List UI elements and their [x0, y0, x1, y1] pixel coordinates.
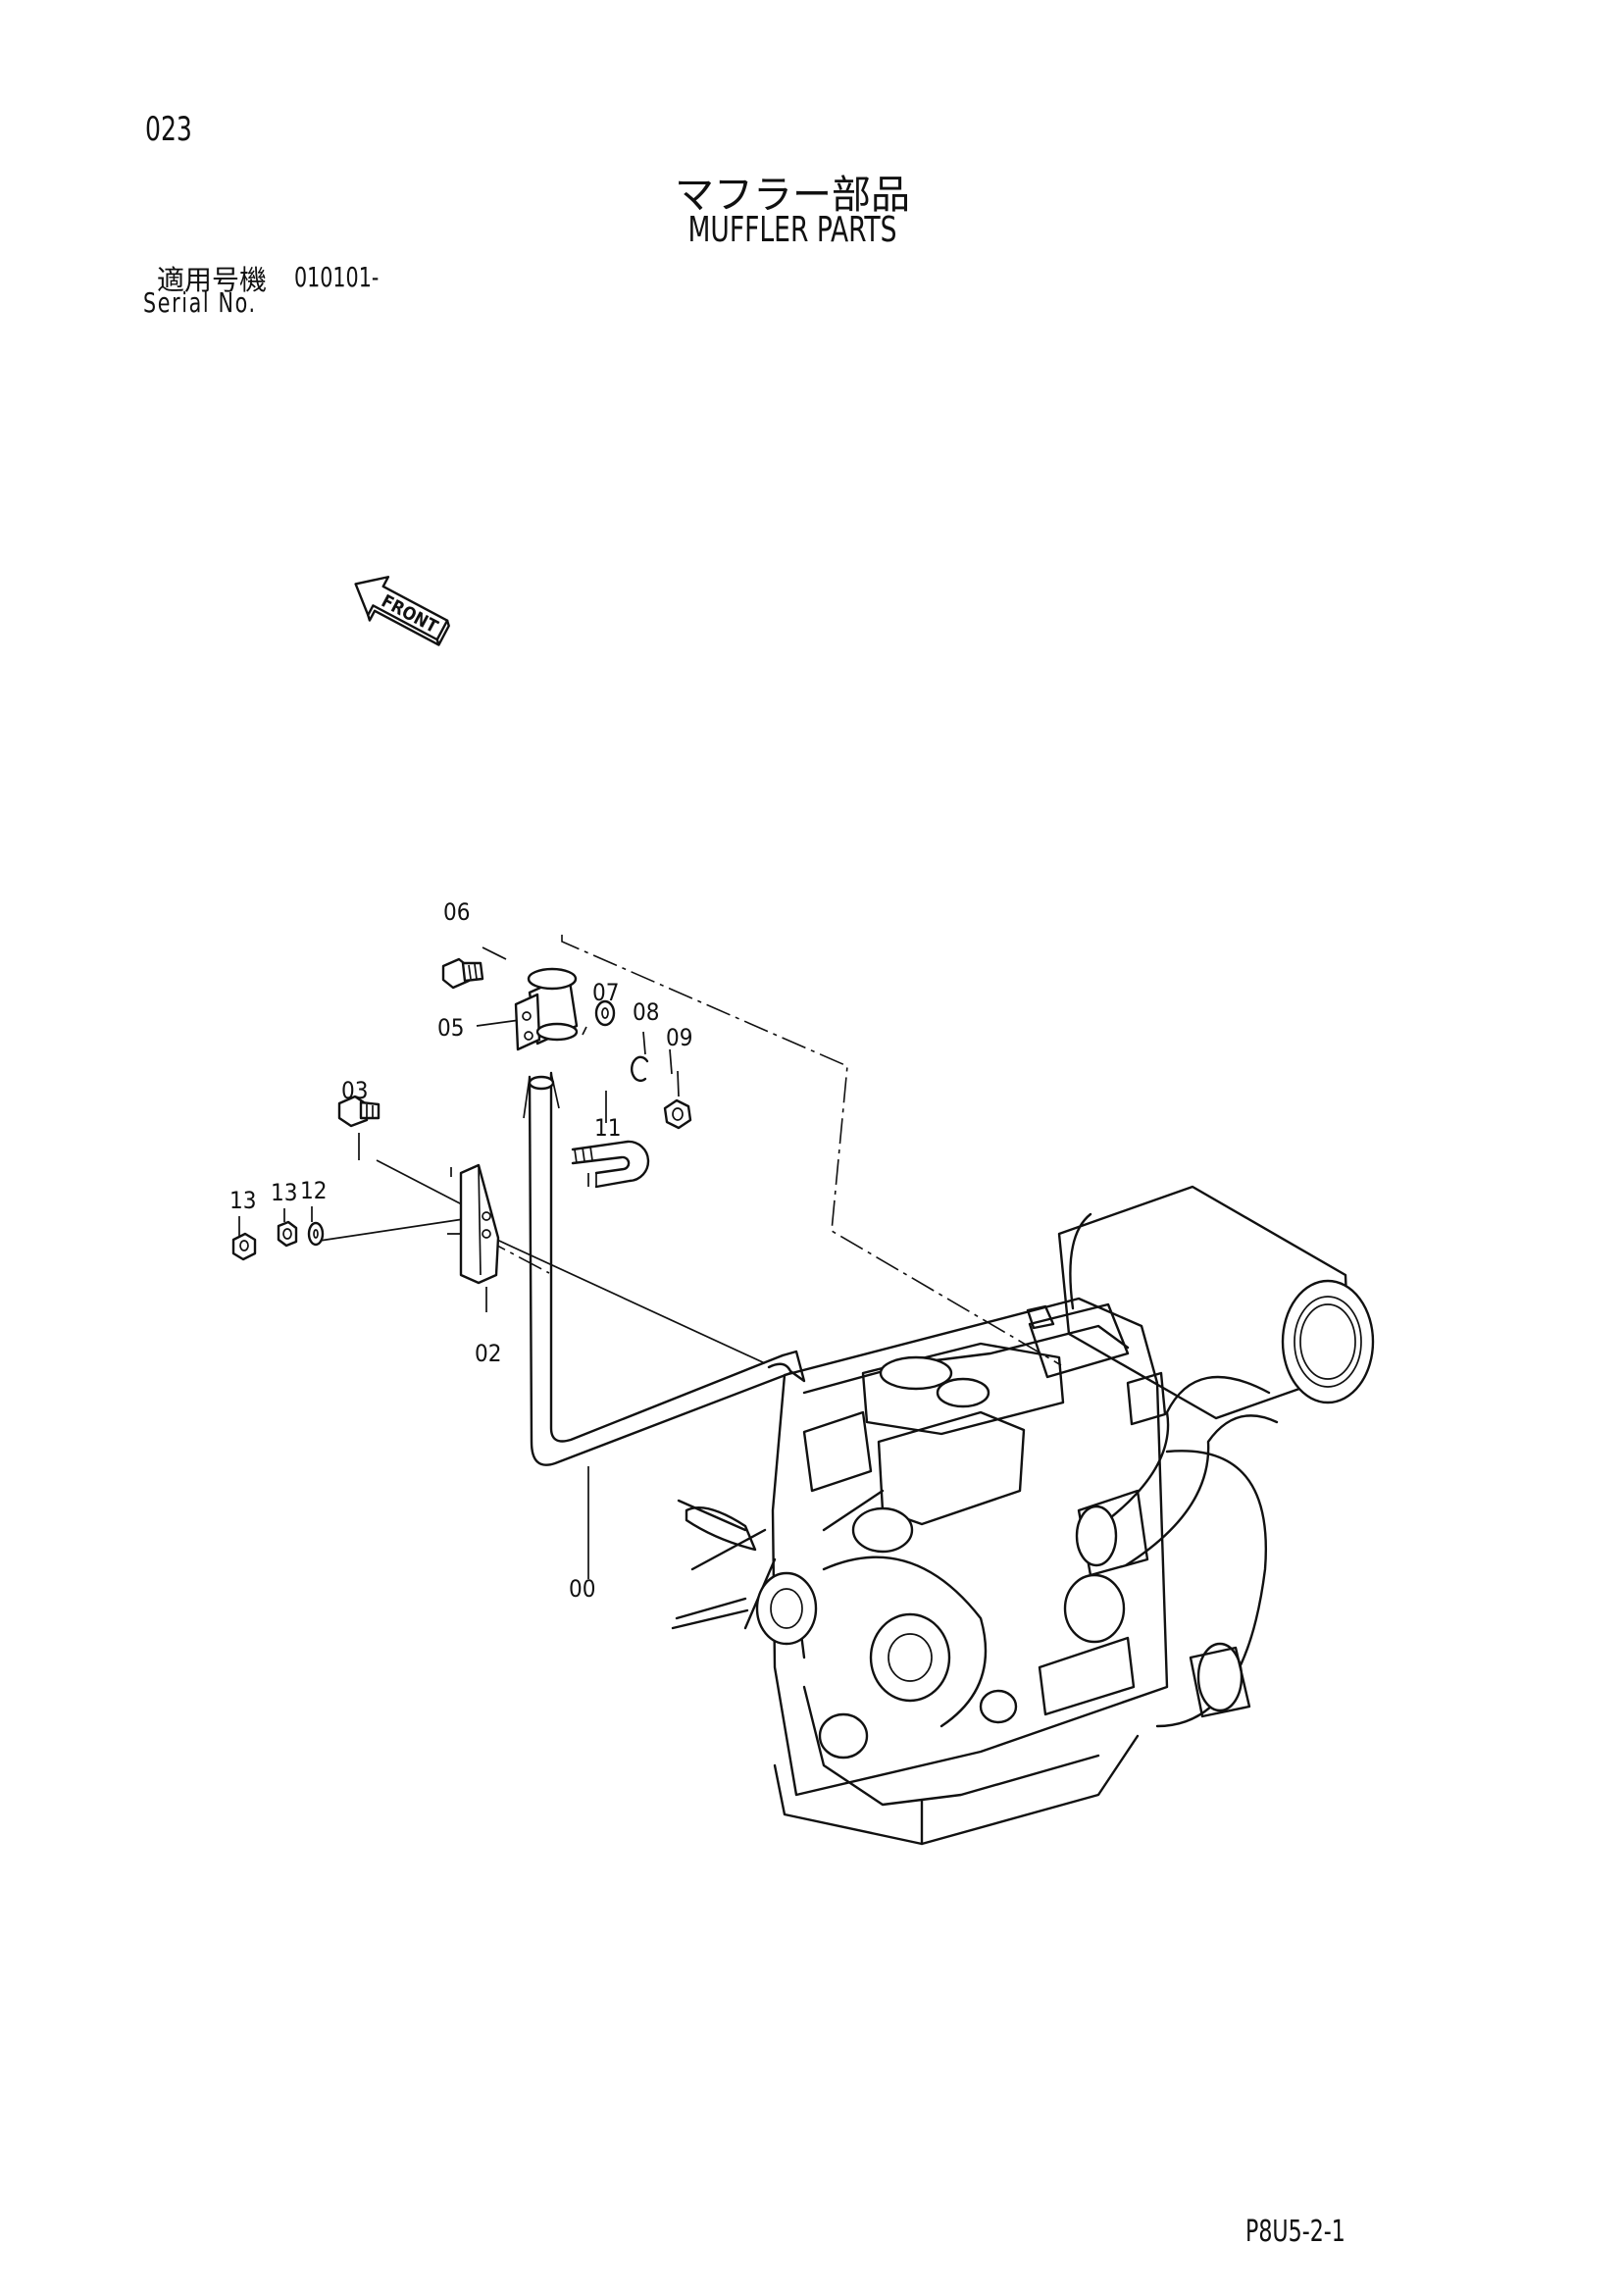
- callout-13b: 13: [271, 1179, 297, 1206]
- callout-00: 00: [569, 1575, 595, 1603]
- bolt-part-03: [337, 1095, 381, 1128]
- spring-washer-part-08: [631, 1055, 649, 1083]
- page-title: MUFFLER PARTS: [687, 210, 897, 250]
- nut-part-13b: [277, 1220, 298, 1248]
- exhaust-pipe-part-00: [523, 1071, 806, 1466]
- page-title-japanese: マフラー部品: [675, 173, 910, 218]
- serial-label: Serial No.: [143, 286, 257, 319]
- sheet-id: P8U5-2-1: [1245, 2215, 1345, 2249]
- washer-part-12: [307, 1221, 325, 1247]
- bracket-part-02: [459, 1163, 500, 1285]
- callout-03: 03: [341, 1077, 368, 1104]
- callout-labels: 06 05 07 08 09 03 11 13 13 12 02 00: [229, 898, 692, 1603]
- front-arrow-icon: FRONT: [354, 576, 450, 646]
- callout-05: 05: [437, 1014, 464, 1042]
- serial-label-japanese: 適用号機: [157, 264, 268, 296]
- callout-09: 09: [666, 1024, 692, 1051]
- bolt-part-06: [441, 957, 484, 990]
- callout-13: 13: [229, 1187, 256, 1214]
- callout-08: 08: [633, 998, 659, 1026]
- callout-11: 11: [594, 1114, 621, 1142]
- leader-lines: [238, 946, 766, 1579]
- callout-02: 02: [475, 1340, 501, 1367]
- serial-number-value: 010101-: [294, 261, 380, 293]
- engine-assembly: [671, 1185, 1375, 1846]
- nut-part-13: [231, 1232, 257, 1261]
- callout-07: 07: [592, 979, 619, 1006]
- nut-part-09: [663, 1098, 692, 1130]
- washer-part-07: [594, 999, 616, 1027]
- clamp-part-05: [514, 967, 579, 1051]
- page-number: 023: [145, 110, 192, 149]
- callout-06: 06: [443, 898, 470, 926]
- u-bolt-part-11: [571, 1140, 650, 1189]
- callout-12: 12: [300, 1177, 327, 1204]
